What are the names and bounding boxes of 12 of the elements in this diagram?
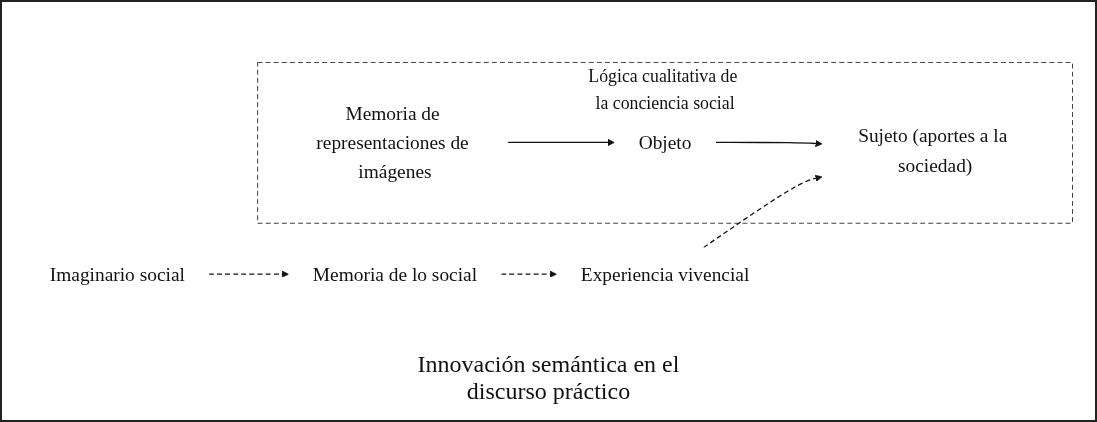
note-text: Innovación semántica en el discurso práctico [416,351,681,405]
arrow [714,140,822,148]
node-text: Imaginario social [49,264,185,286]
node-text: Objeto [638,132,691,154]
arrow [500,270,557,279]
node-text: Sujeto (aportes a la sociedad) [857,125,1007,176]
arrow [506,139,615,147]
arrow [208,270,289,279]
arrow [702,175,822,249]
node-text: Experiencia vivencial [580,264,749,286]
node-text: Memoria de representaciones de imágenes [315,103,469,183]
node-text: Memoria de lo social [312,264,477,286]
